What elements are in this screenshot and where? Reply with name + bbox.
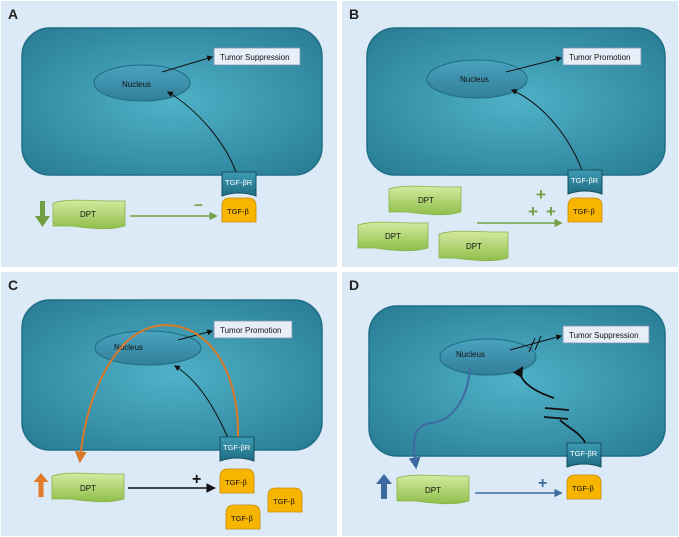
ligand-label: TGF-β	[273, 497, 295, 506]
dpt-label: DPT	[80, 484, 96, 493]
outcome-box	[562, 47, 642, 66]
receptor-label: TGF-βR	[570, 449, 598, 458]
ligand-label: TGF-β	[572, 484, 594, 493]
panel-letter: C	[8, 277, 18, 293]
receptor-signal-arrow	[512, 366, 555, 399]
tgf-beta-ligand	[221, 197, 257, 223]
outcome-label: Tumor Promotion	[569, 53, 631, 62]
tgf-beta-receptor	[566, 442, 602, 468]
feedback-arrow	[408, 367, 471, 470]
dpt-ribbon	[388, 185, 462, 216]
dpt-label: DPT	[466, 242, 482, 251]
receptor-signal-arrow	[166, 91, 239, 179]
dpt-ribbon	[438, 230, 509, 262]
blocked-signal-break-mark	[528, 335, 542, 353]
receptor-label: TGF-βR	[571, 176, 599, 185]
receptor-signal-arrow	[173, 365, 229, 439]
dpt-ribbon	[357, 221, 429, 252]
tgf-beta-ligand	[567, 197, 603, 223]
dpt-label: DPT	[80, 210, 96, 219]
nucleus	[93, 64, 191, 102]
activation-sign: +	[528, 202, 538, 221]
panel-d: D Nucleus Tumor Suppression TGF-βR TGF-β…	[342, 272, 678, 536]
dpt-label: DPT	[425, 486, 441, 495]
tgf-beta-ligand	[219, 468, 255, 494]
activation-sign: +	[546, 202, 556, 221]
tgf-beta-ligand	[566, 474, 602, 500]
panel-letter: A	[8, 6, 18, 22]
dpt-ribbon	[396, 474, 470, 505]
outcome-box	[213, 320, 293, 339]
activation-sign: +	[192, 471, 201, 488]
outcome-label: Tumor Promotion	[220, 326, 282, 335]
nucleus-label: Nucleus	[456, 350, 485, 359]
panel-c: C Nucleus Tumor Promotion TGF-βR TGF-β T…	[1, 272, 337, 536]
ligand-label: TGF-β	[225, 478, 247, 487]
outcome-box	[562, 325, 650, 344]
nucleus-to-outcome-arrow	[177, 329, 214, 341]
panel-letter: D	[349, 277, 359, 293]
inhibition-sign: −	[194, 197, 203, 214]
dpt-label: DPT	[385, 232, 401, 241]
dpt-ribbon	[52, 199, 126, 230]
cell-body	[368, 305, 666, 457]
nucleus-to-outcome-arrow	[509, 334, 563, 351]
outcome-label: Tumor Suppression	[569, 331, 639, 340]
ligand-label: TGF-β	[573, 207, 595, 216]
nucleus	[426, 59, 528, 99]
nucleus-label: Nucleus	[122, 80, 151, 89]
tgf-beta-ligand	[225, 504, 261, 530]
dpt-increase-arrow	[376, 474, 392, 499]
panel-b: B Nucleus Tumor Promotion TGF-βR TGF-β D…	[342, 1, 678, 267]
blocked-signal-break-mark	[543, 407, 570, 420]
tgf-beta-receptor	[221, 171, 257, 197]
receptor-label: TGF-βR	[225, 178, 253, 187]
ligand-label: TGF-β	[231, 514, 253, 523]
panel-a: A Nucleus Tumor Suppression TGF-βR TGF-β…	[1, 1, 337, 267]
activation-sign: +	[538, 475, 547, 492]
nucleus-label: Nucleus	[460, 75, 489, 84]
tgf-beta-ligand	[267, 487, 303, 513]
dpt-increase-arrow	[33, 473, 49, 497]
nucleus-label: Nucleus	[114, 343, 143, 352]
outcome-label: Tumor Suppression	[220, 53, 290, 62]
nucleus-to-outcome-arrow	[505, 56, 563, 73]
receptor-signal-line	[559, 419, 587, 445]
nucleus	[439, 338, 537, 376]
tgf-beta-receptor	[219, 436, 255, 462]
ligand-label: TGF-β	[227, 207, 249, 216]
receptor-label: TGF-βR	[223, 443, 251, 452]
panel-letter: B	[349, 6, 359, 22]
nucleus	[94, 330, 202, 366]
dpt-ribbon	[51, 472, 125, 503]
feedback-arrow	[74, 324, 240, 464]
tgf-beta-receptor	[567, 169, 603, 195]
dpt-decrease-arrow	[35, 201, 50, 227]
outcome-box	[213, 47, 301, 66]
receptor-signal-arrow	[510, 89, 585, 177]
dpt-label: DPT	[418, 196, 434, 205]
activation-sign: +	[536, 185, 546, 204]
nucleus-to-outcome-arrow	[161, 55, 214, 73]
